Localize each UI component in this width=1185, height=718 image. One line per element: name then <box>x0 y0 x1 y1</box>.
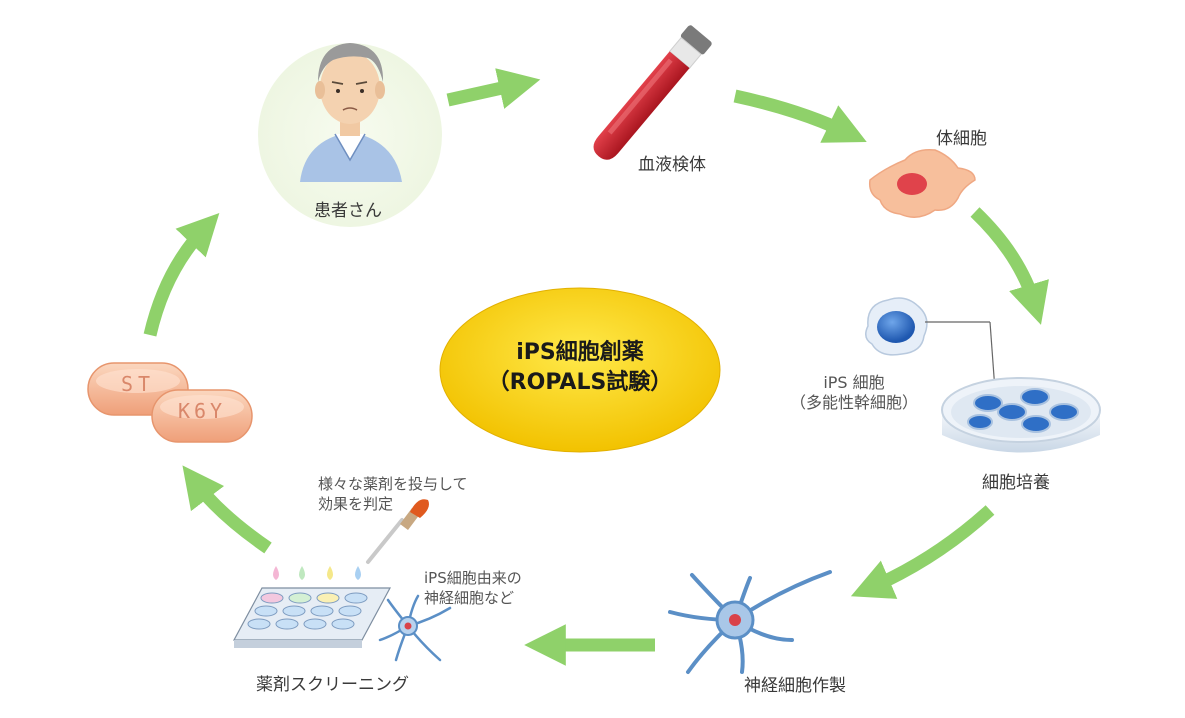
annotation-drug: 様々な薬剤を投与して 効果を判定 <box>318 474 468 514</box>
pill-k6y: K6Y <box>151 389 253 443</box>
annotation-neuron-line2: 神経細胞など <box>424 589 515 607</box>
cycle-arrows <box>143 68 1049 666</box>
annotation-ips: iPS 細胞 （多能性幹細胞） <box>790 373 918 413</box>
annotation-neuron-source: iPS細胞由来の 神経細胞など <box>424 568 522 608</box>
arrow-screening-to-pills <box>182 465 272 554</box>
arrow-blood-to-somatic <box>733 89 867 143</box>
label-neuron: 神経細胞作製 <box>744 676 846 696</box>
ips-cell-illustration <box>865 297 997 405</box>
annotation-drug-line1: 様々な薬剤を投与して <box>318 475 468 493</box>
annotation-drug-line2: 効果を判定 <box>318 495 394 513</box>
pill-st-text: ST <box>121 372 155 396</box>
label-somatic-cell: 体細胞 <box>936 129 987 149</box>
arrow-somatic-to-culture <box>970 207 1049 325</box>
pills-illustration: ST K6Y <box>87 362 253 443</box>
center-title: iPS細胞創薬 （ROPALS試験） <box>445 338 715 398</box>
center-ellipse <box>439 287 721 453</box>
label-blood: 血液検体 <box>638 155 706 175</box>
neuron-illustration <box>668 570 832 674</box>
arrow-culture-to-neuron <box>850 505 995 599</box>
blood-tube-illustration <box>593 25 712 160</box>
label-screening: 薬剤スクリーニング <box>256 675 409 695</box>
pill-k6y-text: K6Y <box>178 399 226 423</box>
label-patient: 患者さん <box>314 201 382 221</box>
screening-plate-illustration <box>232 566 452 662</box>
center-title-line1: iPS細胞創薬 <box>516 340 644 365</box>
arrow-pills-to-patient <box>143 212 220 337</box>
label-culture: 細胞培養 <box>982 473 1050 493</box>
annotation-ips-line1: iPS 細胞 <box>823 373 885 392</box>
somatic-cell-illustration <box>868 148 976 218</box>
arrow-patient-to-blood <box>446 68 541 109</box>
culture-dish-illustration <box>941 377 1101 453</box>
center-title-line2: （ROPALS試験） <box>487 370 673 395</box>
annotation-ips-line2: （多能性幹細胞） <box>790 393 919 412</box>
annotation-neuron-line1: iPS細胞由来の <box>424 569 522 587</box>
dropper-illustration <box>366 499 429 564</box>
patient-illustration <box>258 43 442 227</box>
